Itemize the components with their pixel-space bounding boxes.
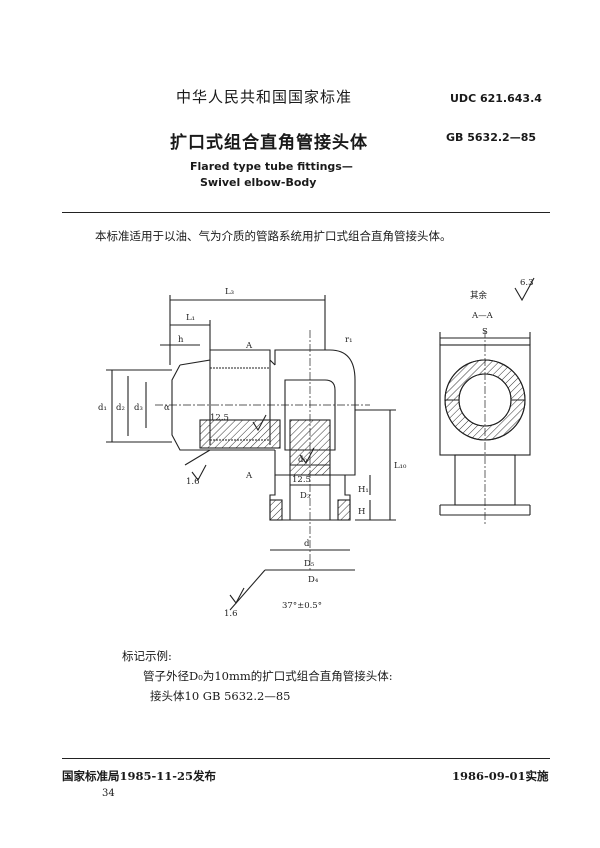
label-L1: L₁ — [186, 313, 195, 323]
label-A-top: A — [245, 341, 253, 351]
label-angle-tolerance: 37°±0.5° — [282, 601, 322, 611]
label-h: h — [178, 335, 184, 345]
marking-heading: 标记示例: — [122, 649, 172, 663]
english-title-line2: Swivel elbow-Body — [200, 176, 317, 189]
marking-line2: 接头体10 GB 5632.2—85 — [150, 689, 291, 703]
label-section: A—A — [471, 311, 494, 321]
label-d: d — [304, 539, 310, 549]
label-alpha: α — [164, 403, 170, 413]
label-H1: H₁ — [358, 485, 369, 495]
gb-code: GB 5632.2—85 — [446, 131, 536, 144]
label-L10: L₁₀ — [394, 461, 407, 471]
label-roughness-12-5-b: 12.5 — [292, 475, 311, 485]
intro-text: 本标准适用于以油、气为介质的管路系统用扩口式组合直角管接头体。 — [95, 229, 452, 243]
implementation-date: 1986-09-01实施 — [452, 769, 549, 783]
page-title: 扩口式组合直角管接头体 — [170, 133, 368, 153]
label-A-bottom: A — [245, 471, 253, 481]
udc-code: UDC 621.643.4 — [450, 92, 542, 105]
elbow-outline — [274, 349, 356, 476]
label-d2: d₂ — [116, 403, 125, 413]
label-d3: d₃ — [134, 403, 143, 413]
label-d1: d₁ — [98, 403, 107, 413]
label-roughness-1-6-a: 1.6 — [186, 477, 200, 487]
publisher-date: 国家标准局1985-11-25发布 — [62, 769, 217, 783]
standard-name: 中华人民共和国国家标准 — [176, 88, 353, 106]
page-number: 34 — [102, 788, 115, 799]
label-other: 其余 — [470, 290, 488, 301]
label-H: H — [358, 507, 365, 517]
label-r1: r₁ — [345, 335, 352, 345]
header-rule — [62, 212, 550, 213]
label-D4: D₄ — [308, 575, 319, 585]
label-roughness-1-6-b: 1.6 — [224, 609, 238, 619]
label-L3: L₃ — [225, 287, 234, 297]
label-S: S — [482, 327, 488, 337]
boss-outline — [171, 364, 275, 451]
label-d0: d₀ — [298, 455, 307, 465]
technical-drawing: L₃ L₁ h A r₁ d₁ d₂ d₃ α 12.5 1.6 d₀ 12.5… — [98, 277, 535, 619]
english-title-line1: Flared type tube fittings— — [190, 160, 353, 173]
label-D5: D₅ — [304, 559, 315, 569]
boss-top-edge — [179, 349, 276, 366]
label-roughness-6-3: 6.3 — [520, 278, 534, 288]
label-roughness-12-5: 12.5 — [210, 413, 229, 423]
label-D3: D₃ — [300, 491, 310, 501]
footer-rule — [62, 758, 550, 759]
marking-line1: 管子外径D₀为10mm的扩口式组合直角管接头体: — [143, 669, 393, 683]
